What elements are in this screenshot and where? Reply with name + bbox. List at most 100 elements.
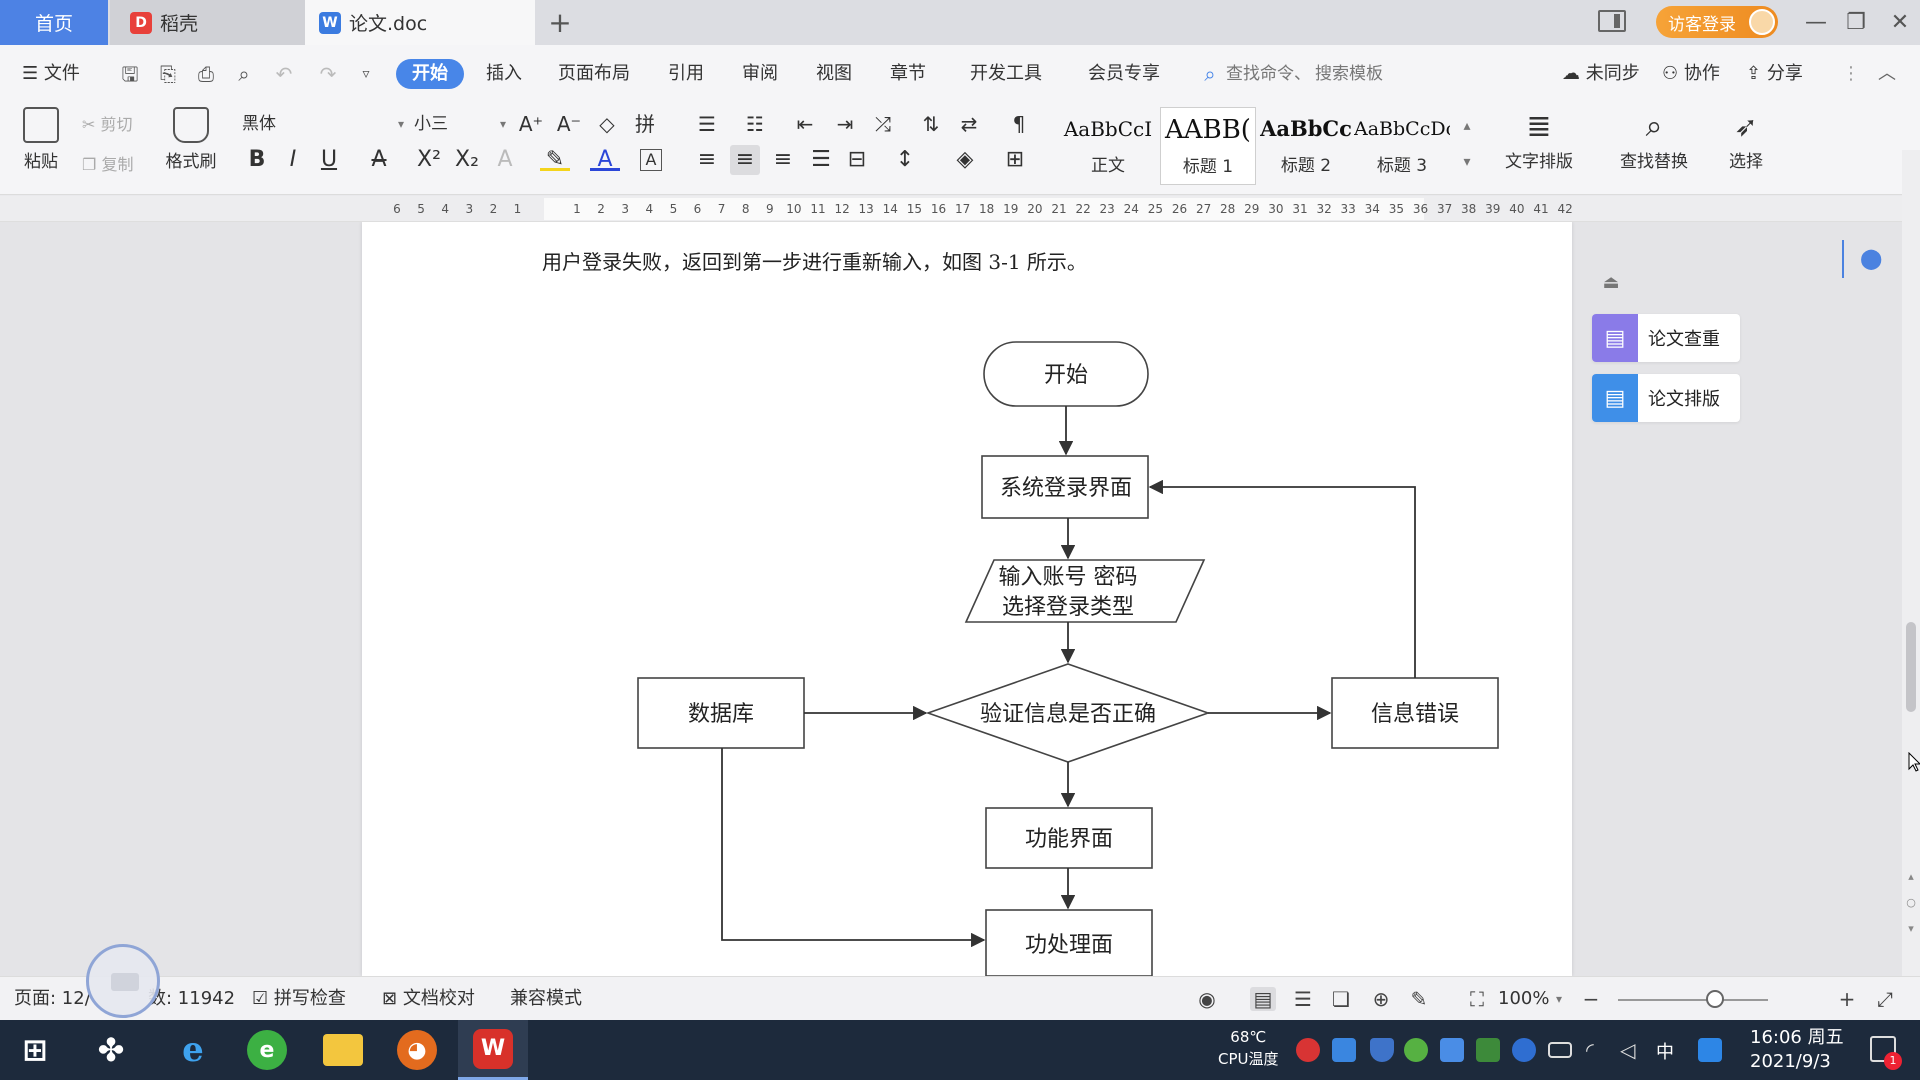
word-count[interactable]: 数: 11942 [148, 988, 236, 1009]
collab-button[interactable]: ⚇ 协作 [1662, 59, 1720, 89]
layout-toggle-icon[interactable] [1598, 10, 1626, 32]
document-page[interactable]: 用户登录失败，返回到第一步进行重新输入，如图 3-1 所示。 [362, 222, 1572, 976]
tray-app-icon[interactable] [1332, 1038, 1356, 1062]
location-pin-icon[interactable]: ⬤ [1860, 246, 1883, 270]
tray-shield-icon[interactable] [1370, 1038, 1394, 1062]
paste-button[interactable]: 粘贴 [14, 107, 68, 172]
text-effect-icon[interactable]: A [497, 147, 513, 172]
login-flowchart[interactable]: 开始 系统登录界面 输入账号 密码 选择登录类型 验证信息是否正确 数据库 信息… [362, 222, 1572, 976]
menu-page-layout[interactable]: 页面布局 [558, 63, 630, 84]
shrink-font-icon[interactable]: A⁻ [556, 112, 582, 136]
notification-center-icon[interactable] [1870, 1036, 1896, 1062]
page-indicator[interactable]: 页面: 12/ [14, 988, 91, 1009]
tray-gpu-icon[interactable] [1476, 1038, 1500, 1062]
chinese-layout-icon[interactable]: ⤮ [875, 112, 891, 136]
volume-icon[interactable]: ◁ [1620, 1038, 1636, 1062]
align-right-icon[interactable]: ≡ [773, 147, 793, 172]
redo-icon[interactable]: ↷ [319, 62, 337, 86]
input-method-indicator[interactable]: 中 [1656, 1042, 1674, 1063]
page-view-icon[interactable]: ▤ [1250, 987, 1276, 1011]
italic-icon[interactable]: I [289, 147, 297, 172]
style-heading-2[interactable]: AaBbCc 标题 2 [1258, 107, 1354, 185]
reading-view-icon[interactable]: ❏ [1332, 987, 1350, 1011]
customize-dropdown-icon[interactable]: ▿ [362, 66, 370, 82]
decrease-indent-icon[interactable]: ⇤ [796, 112, 814, 136]
print-preview-icon[interactable]: ⌕ [238, 62, 250, 86]
write-mode-icon[interactable]: ✎ [1410, 987, 1428, 1011]
outline-view-icon[interactable]: ☰ [1294, 987, 1312, 1011]
line-spacing-icon[interactable]: ↕ [895, 147, 915, 172]
format-painter-button[interactable]: 格式刷 [160, 107, 222, 172]
justify-icon[interactable]: ☰ [811, 147, 831, 172]
taskbar-clock[interactable]: 16:06 周五 2021/9/3 [1750, 1026, 1844, 1074]
print-icon[interactable]: ⎙ [198, 62, 214, 86]
taskbar-app-ie[interactable]: e [158, 1020, 228, 1080]
proofread-button[interactable]: ⊠ 文档校对 [382, 987, 475, 1011]
taskbar-app-browser[interactable]: e [232, 1020, 302, 1080]
close-button[interactable]: ✕ [1890, 9, 1910, 35]
collapse-ribbon-icon[interactable]: ︿ [1878, 63, 1896, 84]
tray-sync-icon[interactable] [1404, 1038, 1428, 1062]
tray-qq-icon[interactable] [1698, 1038, 1722, 1062]
bullets-icon[interactable]: ☰ [698, 112, 716, 136]
taskbar-app-media[interactable]: ◕ [382, 1020, 452, 1080]
undo-icon[interactable]: ↶ [275, 62, 293, 86]
wifi-icon[interactable]: ◜ [1586, 1038, 1594, 1062]
bold-icon[interactable]: B [248, 147, 266, 172]
next-page-icon[interactable]: ▾ [1908, 922, 1914, 935]
tab-document[interactable]: W 论文.doc [305, 0, 535, 45]
fullscreen-icon[interactable]: ⤢ [1877, 987, 1893, 1011]
show-marks-icon[interactable]: ¶ [1012, 112, 1026, 136]
share-button[interactable]: ⇪ 分享 [1746, 59, 1803, 89]
cut-button[interactable]: ✂ 剪切 [82, 111, 133, 135]
char-border-icon[interactable]: A [640, 149, 662, 171]
align-center-icon[interactable]: ≡ [730, 145, 760, 175]
battery-icon[interactable] [1548, 1042, 1572, 1058]
increase-indent-icon[interactable]: ⇥ [836, 112, 854, 136]
web-view-icon[interactable]: ⊕ [1372, 987, 1390, 1011]
grow-font-icon[interactable]: A⁺ [518, 112, 544, 136]
scrollbar-thumb[interactable] [1906, 622, 1916, 712]
menu-developer[interactable]: 开发工具 [970, 63, 1042, 84]
new-tab-button[interactable]: + [548, 6, 572, 39]
minimize-button[interactable]: — [1805, 9, 1827, 35]
floating-assistant-ball[interactable] [86, 944, 160, 1018]
copy-button[interactable]: ❐ 复制 [82, 151, 133, 175]
align-left-icon[interactable]: ≡ [697, 147, 717, 172]
font-color-icon[interactable]: A [590, 145, 620, 172]
strikethrough-icon[interactable]: A [371, 147, 387, 172]
select-browse-icon[interactable]: ○ [1906, 896, 1916, 909]
vertical-scrollbar[interactable]: ▴ ○ ▾ [1902, 150, 1920, 976]
tray-security-icon[interactable] [1296, 1038, 1320, 1062]
text-layout-button[interactable]: ≣ 文字排版 [1494, 107, 1584, 172]
style-normal[interactable]: AaBbCcI 正文 [1060, 107, 1156, 185]
shading-icon[interactable]: ◈ [956, 147, 974, 172]
bluetooth-icon[interactable] [1512, 1038, 1536, 1062]
borders-icon[interactable]: ⊞ [1005, 147, 1025, 172]
menu-insert[interactable]: 插入 [486, 63, 522, 84]
distribute-icon[interactable]: ⊟ [847, 147, 867, 172]
search-command-input[interactable]: 查找命令、 [1226, 64, 1311, 84]
thesis-format-button[interactable]: ▤ 论文排版 [1592, 374, 1740, 422]
tab-daoke[interactable]: D 稻壳 [110, 0, 305, 45]
windows-start-button[interactable]: ⊞ [0, 1020, 70, 1080]
sort-icon[interactable]: ⇅ [922, 112, 940, 136]
clear-format-icon[interactable]: ◇ [599, 112, 615, 136]
cpu-temperature[interactable]: 68℃ CPU温度 [1218, 1026, 1279, 1070]
font-name-select[interactable]: 黑体 [236, 109, 406, 139]
spell-check-button[interactable]: ☑ 拼写检查 [252, 987, 346, 1011]
text-direction-icon[interactable]: ⇄ [960, 112, 978, 136]
highlight-icon[interactable]: ✎ [540, 145, 570, 172]
underline-icon[interactable]: U [320, 147, 338, 172]
font-size-select[interactable]: 小三 [408, 109, 508, 139]
style-scroll-up-icon[interactable]: ▴ [1463, 118, 1471, 134]
save-icon[interactable]: 🖫 [121, 62, 139, 86]
file-menu[interactable]: ☰ 文件 [22, 59, 80, 89]
tab-home[interactable]: 首页 [0, 0, 108, 45]
prev-page-icon[interactable]: ▴ [1908, 870, 1914, 883]
guest-login-button[interactable]: 访客登录 [1656, 6, 1778, 38]
restore-button[interactable]: ❐ [1846, 9, 1866, 35]
menu-references[interactable]: 引用 [668, 63, 704, 84]
menu-member[interactable]: 会员专享 [1088, 63, 1160, 84]
find-replace-button[interactable]: ⌕ 查找替换 [1608, 107, 1700, 172]
